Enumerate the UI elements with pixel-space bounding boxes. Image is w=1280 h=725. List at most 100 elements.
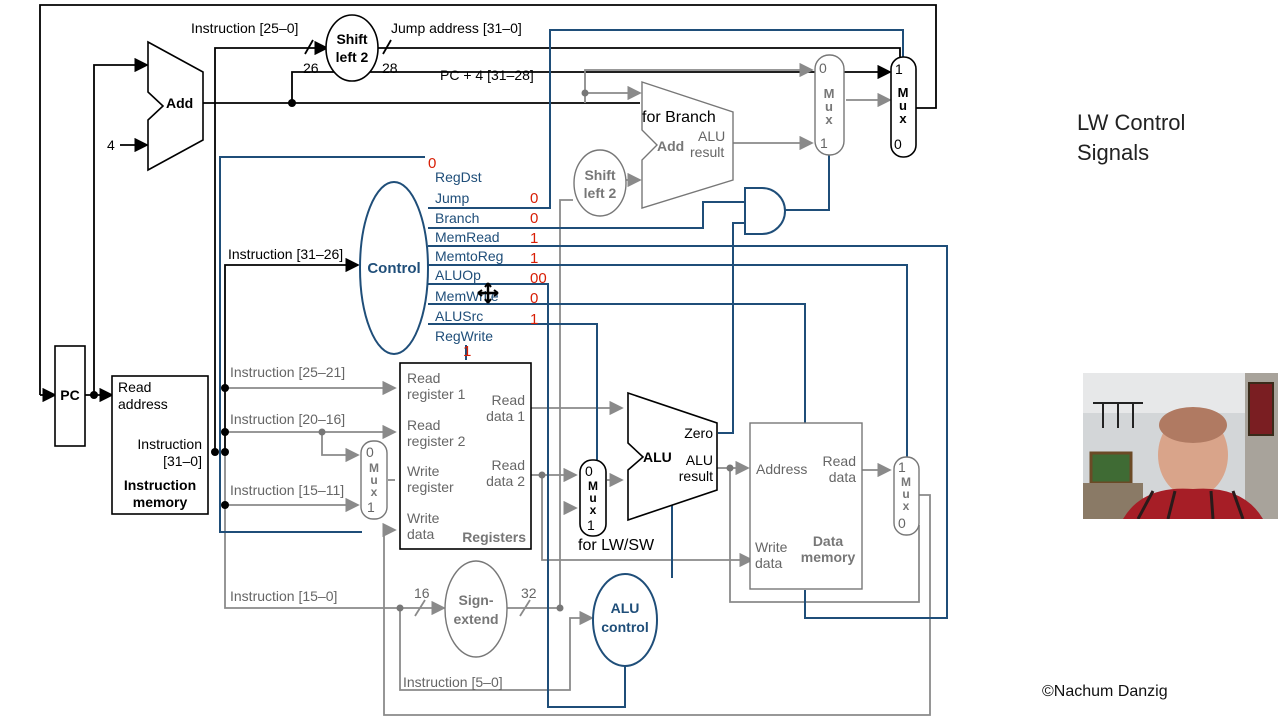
reg-rr1-1: Read [407,370,440,386]
jump-mux-input-0: 0 [894,136,902,152]
slide-title-line2: Signals [1077,140,1149,165]
wire-label-instr-15-11: Instruction [15–11] [230,482,344,498]
alusrc-mux: 0 M u x 1 [579,459,607,537]
branch-mux: 0 M u x 1 [814,54,845,156]
imem-read-label-2: address [118,396,168,412]
dmem-name-1: Data [813,533,844,549]
regdst-mux: 0 M u x 1 [360,440,388,520]
reg-rd2-2: data 2 [486,473,525,489]
alu-control-line2: control [601,619,648,635]
dmem-name-2: memory [801,549,856,565]
wire-label-pc4: PC + 4 [31–28] [440,67,534,83]
regdst-mux-u: u [370,473,377,487]
control-signal-list: RegDst 0 Jump 0 Branch 0 MemRead 1 Memto… [428,155,547,360]
signal-aluop: ALUOp [435,267,481,283]
signal-memread: MemRead [435,229,500,245]
signal-jump-value: 0 [530,190,538,207]
shift-mid-line1: Shift [584,167,615,183]
signal-regwrite-value: 1 [463,343,471,360]
signal-memread-value: 1 [530,230,538,247]
wire-label-28: 28 [382,60,398,76]
dmem-read-1: Read [823,453,856,469]
reg-wd-1: Write [407,510,440,526]
branch-mux-input-0: 0 [819,60,827,76]
junction-dots [90,89,734,612]
and-gate [744,187,786,235]
branch-mux-m: M [824,86,835,101]
jump-mux: 1 M u x 0 [890,56,917,158]
bus-slash-26 [304,39,314,55]
branch-adder-annotation: for Branch [642,109,716,126]
regdst-mux-input-1: 1 [367,499,375,515]
pc-adder-label: Add [166,95,193,111]
control-label: Control [367,260,420,277]
alu-label: ALU [643,449,672,465]
jump-mux-u: u [899,98,907,113]
regdst-mux-input-0: 0 [366,444,374,460]
pc-register: PC [54,345,86,447]
instruction-memory: Read address Instruction [31–0] Instruct… [111,375,209,515]
branch-adder: Add ALU result [641,81,734,209]
shift-left-middle: Shift left 2 [573,149,627,217]
regdst-mux-x: x [371,485,378,499]
black-wires [39,4,937,452]
alusrc-mux-x: x [590,503,597,517]
alusrc-mux-annotation: for LW/SW [578,537,655,554]
slide-title-line1: LW Control [1077,110,1185,135]
signal-memwrite-value: 0 [530,290,538,307]
branch-mux-x: x [825,112,833,127]
registers-label: Registers [462,529,526,545]
imem-read-label-1: Read [118,379,151,395]
shift-left-top: Shift left 2 [325,14,379,82]
wire-label-instr-25-21: Instruction [25–21] [230,364,345,380]
wire-label-instr-15-0: Instruction [15–0] [230,588,337,604]
data-memory: Address Read data Write data Data memory [749,422,863,590]
reg-wd-2: data [407,526,434,542]
constant-four: 4 [107,137,115,153]
register-file: Read register 1 Read register 2 Write re… [399,362,532,550]
wire-label-instr-25-0: Instruction [25–0] [191,20,298,36]
signal-branch-value: 0 [530,210,538,227]
memtoreg-mux-input-1: 1 [898,459,906,475]
imem-name-1: Instruction [124,477,196,493]
wire-label-instr-31-26: Instruction [31–26] [228,246,343,262]
shift-top-line2: left 2 [336,49,369,65]
jump-mux-x: x [899,111,907,126]
signal-regdst: RegDst [435,169,482,185]
branch-adder-result: result [690,144,724,160]
wire-label-instr-20-16: Instruction [20–16] [230,411,345,427]
alu-zero-label: Zero [684,425,713,441]
alusrc-mux-input-0: 0 [585,463,593,479]
pc-label: PC [60,387,79,403]
memtoreg-mux-x: x [903,499,910,513]
signal-alusrc-value: 1 [530,311,538,328]
alu-alu-label: ALU [686,452,713,468]
sign-extend: Sign- extend [444,560,508,658]
memtoreg-mux-u: u [902,487,909,501]
reg-rr2-2: register 2 [407,433,466,449]
alu-control: ALU control [592,573,658,667]
jump-mux-input-1: 1 [895,61,903,77]
alusrc-mux-u: u [589,491,596,505]
dmem-write-1: Write [755,539,788,555]
signal-memtoreg-value: 1 [530,250,538,267]
branch-adder-alu: ALU [698,128,725,144]
reg-rr1-2: register 1 [407,386,466,402]
signal-aluop-value: 00 [530,270,547,287]
wire-label-16: 16 [414,585,430,601]
reg-wr-1: Write [407,463,440,479]
sign-extend-line1: Sign- [459,592,494,608]
imem-name-2: memory [133,494,188,510]
branch-mux-u: u [825,99,833,114]
imem-instr-label-2: [31–0] [163,453,202,469]
signal-regwrite: RegWrite [435,328,493,344]
memtoreg-mux-input-0: 0 [898,515,906,531]
alusrc-mux-m: M [588,479,598,493]
shift-top-line1: Shift [336,31,367,47]
signal-jump: Jump [435,190,469,206]
wire-label-26: 26 [303,60,319,76]
dmem-read-2: data [829,469,856,485]
reg-rr2-1: Read [407,417,440,433]
branch-mux-input-1: 1 [820,135,828,151]
